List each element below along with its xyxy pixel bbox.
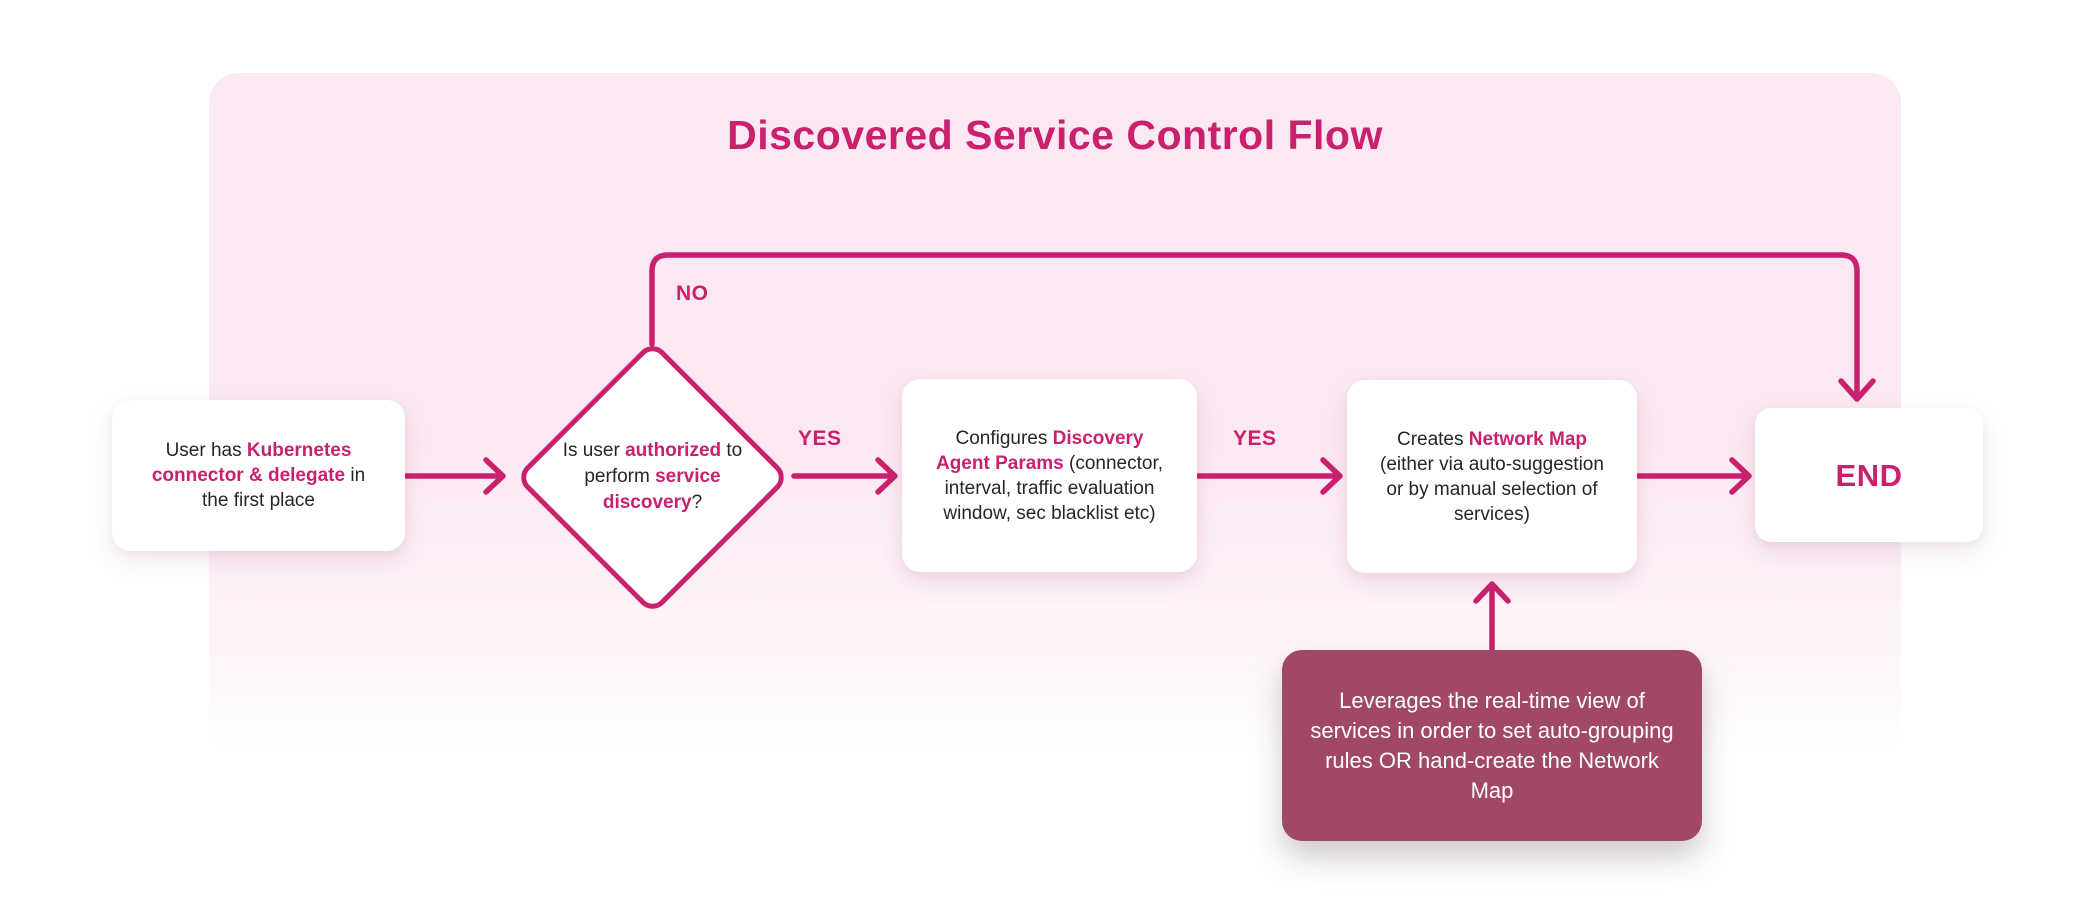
node-decision-authorized: Is user authorized to perform service di…: [547, 402, 758, 552]
node-configure-discovery-agent: Configures Discovery Agent Params (conne…: [902, 379, 1197, 572]
note-card-text: Leverages the real-time view of services…: [1310, 687, 1674, 803]
node-start-kubernetes-connector: User has Kubernetes connector & delegate…: [112, 400, 405, 551]
node-configure-text: Configures Discovery Agent Params (conne…: [935, 427, 1164, 524]
edge-label-yes-1: YES: [798, 427, 842, 450]
edge-label-yes-2: YES: [1233, 427, 1277, 450]
node-create-text: Creates Network Map (either via auto-sug…: [1380, 428, 1604, 525]
edge-label-no: NO: [676, 282, 709, 305]
node-decision-text: Is user authorized to perform service di…: [562, 440, 743, 513]
note-card-leverages-realtime-view: Leverages the real-time view of services…: [1282, 650, 1702, 841]
node-end: END: [1755, 408, 1983, 542]
node-end-label: END: [1835, 457, 1903, 493]
node-start-text: User has Kubernetes connector & delegate…: [151, 440, 366, 511]
node-create-network-map: Creates Network Map (either via auto-sug…: [1347, 380, 1637, 573]
diagram-title: Discovered Service Control Flow: [727, 112, 1383, 158]
